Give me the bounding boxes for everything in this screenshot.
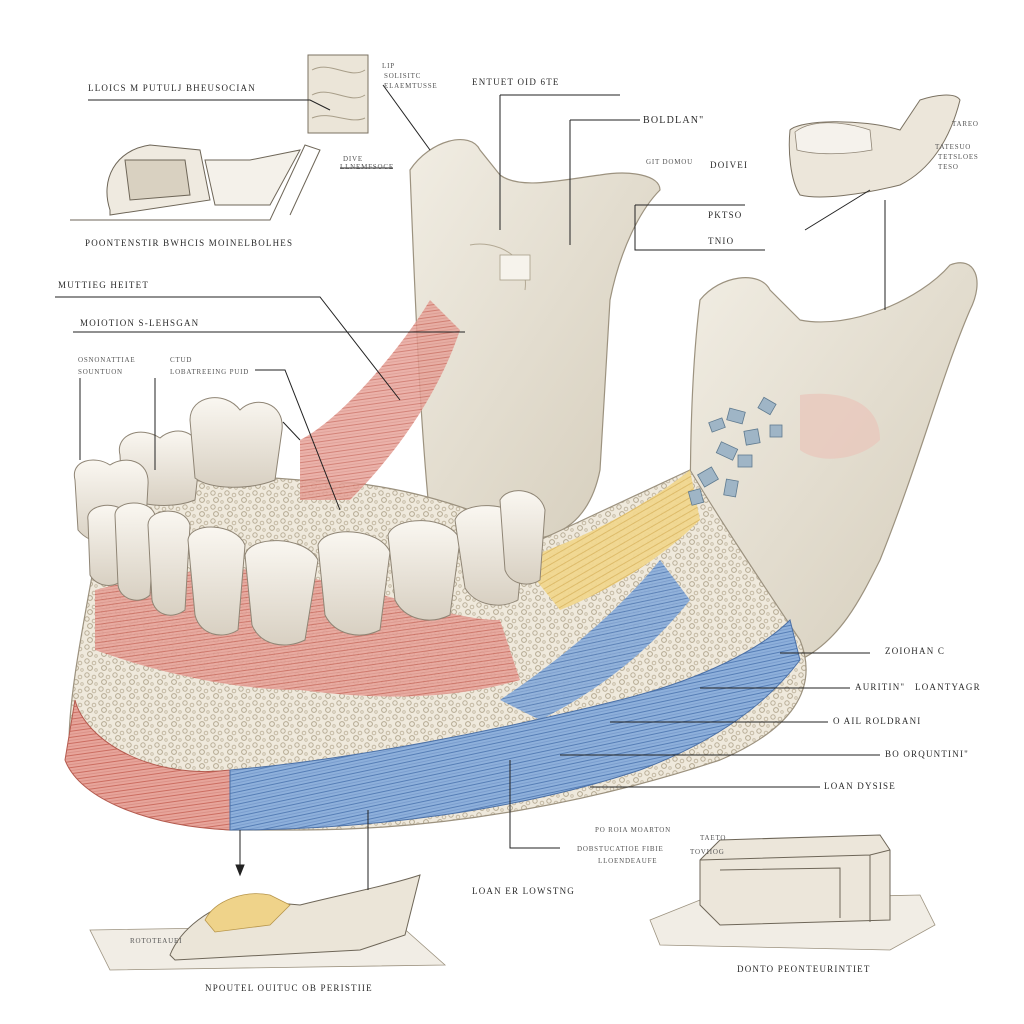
label-bottom-mid-1: PO ROIA MOARTON	[595, 826, 672, 834]
label-right-2a: AURITIN"	[855, 682, 906, 692]
label-right-2b: LOANTYAGR	[915, 682, 981, 692]
yellow-fiber-region	[520, 470, 700, 610]
label-left-1: MUTTIEG HEITET	[58, 280, 150, 290]
label-bone-note-1: DIVE	[343, 155, 363, 163]
label-top-bold: BOLDLAN"	[643, 115, 705, 126]
label-left-4b: LOBATREEING PUID	[170, 368, 250, 376]
label-swatch-note-2: SOLISITC	[384, 72, 422, 80]
label-jaw-note-1: TAREO	[952, 120, 979, 128]
label-swatch-note-1: LIP	[382, 62, 395, 70]
left-ramus	[409, 139, 661, 541]
label-swatch-note-3: ELAEMTUSSE	[384, 82, 438, 90]
tooth-row	[73, 397, 546, 646]
label-bottom-left-caption: NPOUTEL OUITUC OB PERISTIIE	[205, 983, 373, 993]
label-bottom-right-caption: DONTO PEONTEURINTIET	[737, 964, 871, 974]
label-sketch-caption-top-left: POONTENSTIR BWHCIS MOINELBOLHES	[85, 238, 294, 248]
crystal-cluster	[687, 396, 783, 506]
label-jaw-note-2: TATESUO	[935, 143, 972, 151]
label-bottom-box-2: TOVIIOG	[690, 848, 725, 856]
label-top-dive: DOIVEI	[710, 160, 749, 170]
sketch-bottom-left	[89, 874, 447, 971]
label-jaw-note-4: TESO	[938, 163, 959, 171]
label-mid-right-1: PKTSO	[708, 210, 743, 220]
label-mid-right-2: TNIO	[708, 236, 735, 246]
sketch-top-right	[788, 94, 961, 198]
label-top-small: GIT DOMOU	[646, 158, 693, 166]
label-right-5: LOAN DYSISE	[824, 781, 896, 791]
label-left-2: MOIOTION S-LEHSGAN	[80, 318, 200, 328]
label-top-center: ENTUET OID 6TE	[472, 77, 560, 87]
label-left-3a: OSNONATTIAE	[78, 356, 136, 364]
label-left-4a: CTUD	[170, 356, 193, 364]
sketch-bottom-right	[649, 834, 936, 951]
leader-lines	[55, 84, 886, 890]
label-bottom-mid-2: DOBSTUCATIOE FIBIE	[577, 845, 664, 853]
label-bottom-left-note: ROTOTEAUEI	[130, 937, 183, 945]
label-bone-note-2: LLNEMFSOCE	[340, 163, 394, 171]
inferior-border-blue	[229, 619, 801, 831]
label-right-3: O AIL ROLDRANI	[833, 716, 922, 726]
label-left-3b: SOUNTUON	[78, 368, 123, 376]
label-bottom-mid-3: LLOENDEAUFE	[598, 857, 658, 865]
label-right-1: ZOIOHAN C	[885, 646, 946, 656]
label-top-left: LLOICS M PUTULJ BHEUSOCIAN	[88, 83, 256, 93]
label-bottom-box-1: TAETO	[700, 834, 727, 842]
label-bottom-center: LOAN ER LOWSTNG	[472, 886, 575, 896]
blue-fiber-region	[500, 560, 690, 720]
sketch-top-left	[70, 144, 321, 221]
label-right-4: BO ORQUNTINI"	[885, 749, 970, 759]
label-jaw-note-3: TETSLOES	[938, 153, 979, 161]
swatch-top	[307, 54, 369, 134]
